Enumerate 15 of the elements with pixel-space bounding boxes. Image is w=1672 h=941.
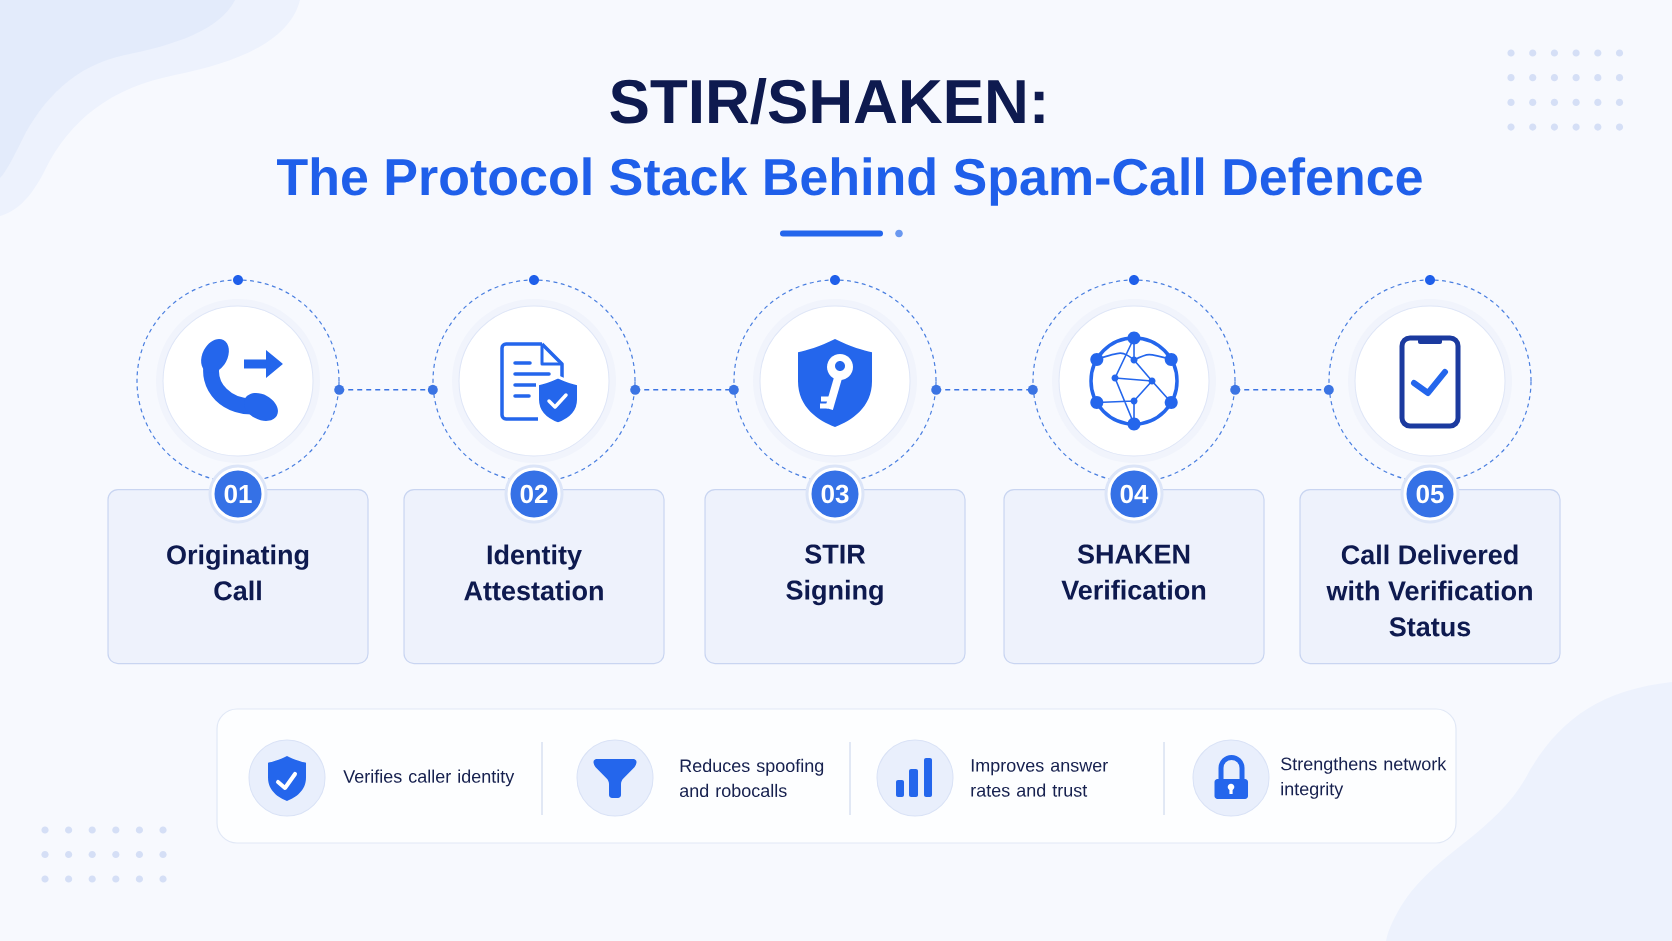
- number-badge: 01: [208, 464, 268, 524]
- subtitle: The Protocol Stack Behind Spam-Call Defence: [277, 157, 1422, 206]
- number-badge: 02: [504, 464, 564, 524]
- feature-text: Verifies caller identity: [343, 769, 515, 787]
- dashed-connector: [334, 384, 438, 395]
- feature-text: Reduces spoofing and robocalls: [680, 758, 824, 798]
- number-badge: 05: [1400, 464, 1460, 524]
- dashed-connector: [931, 384, 1038, 395]
- number-badge: 03: [805, 464, 865, 524]
- feature-text: Improves answer rates and trust: [971, 759, 1108, 797]
- dashed-connector: [1230, 384, 1334, 395]
- title: STIR/SHAKEN:: [610, 78, 1044, 125]
- feature-text: Strengthens network integrity: [1281, 757, 1447, 799]
- number-badge: 04: [1104, 464, 1164, 524]
- dashed-connector: [630, 384, 739, 395]
